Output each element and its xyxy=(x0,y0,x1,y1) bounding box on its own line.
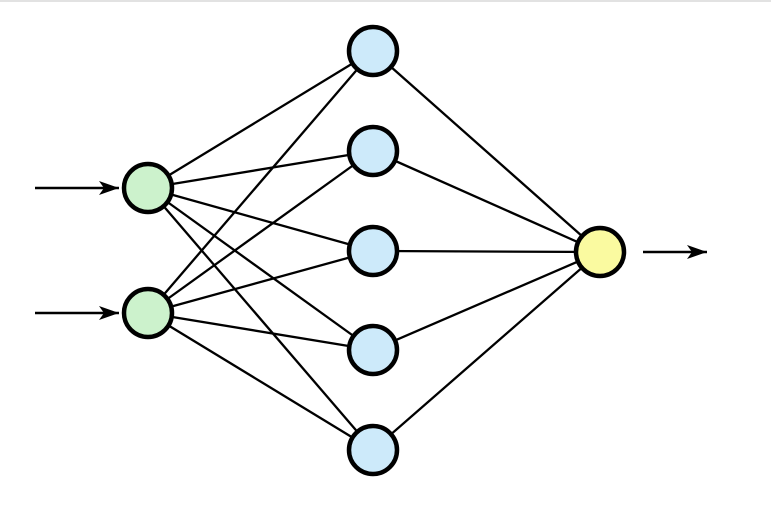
edge-input-1-to-hidden-1 xyxy=(147,50,374,189)
output-1-node xyxy=(573,225,627,279)
arrows-layer xyxy=(35,181,707,320)
edge-input-2-to-hidden-5 xyxy=(147,312,374,451)
edges-layer xyxy=(147,50,601,451)
edge-hidden-5-to-output-1 xyxy=(372,251,601,451)
hidden-1-node xyxy=(346,24,400,78)
nodes-layer xyxy=(121,24,627,477)
edge-hidden-4-to-output-1 xyxy=(372,250,601,352)
edge-input-2-to-hidden-1 xyxy=(147,50,374,314)
edge-input-1-to-hidden-4 xyxy=(147,187,374,351)
edge-input-2-to-hidden-4 xyxy=(147,311,374,352)
edge-hidden-1-to-output-1 xyxy=(372,50,601,253)
hidden-5-node xyxy=(346,423,400,477)
edge-input-1-to-hidden-2 xyxy=(147,149,374,190)
input-2-node xyxy=(121,286,175,340)
edge-input-1-to-hidden-3 xyxy=(147,186,374,253)
edge-input-2-to-hidden-3 xyxy=(147,249,374,315)
hidden-2-node xyxy=(346,124,400,178)
edge-input-2-to-hidden-2 xyxy=(147,150,374,314)
edge-hidden-2-to-output-1 xyxy=(372,149,601,254)
edge-hidden-3-to-output-1 xyxy=(372,249,601,254)
top-border-divider xyxy=(0,0,771,2)
edge-input-1-to-hidden-5 xyxy=(147,187,374,451)
hidden-4-node xyxy=(346,323,400,377)
hidden-3-node xyxy=(346,224,400,278)
input-1-node xyxy=(121,161,175,215)
